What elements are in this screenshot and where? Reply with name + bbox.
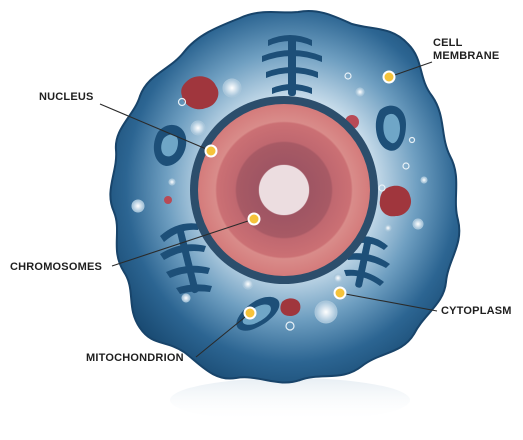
golgi-body-right [379, 185, 412, 217]
endoplasmic-reticulum-left [160, 223, 212, 294]
vesicle-rings [177, 72, 416, 331]
marker-mitochondrion [243, 306, 257, 320]
vesicles [131, 78, 428, 324]
marker-chromosomes [247, 212, 261, 226]
label-cell-membrane-line2: MEMBRANE [433, 50, 500, 62]
markers [204, 70, 396, 320]
leader-line-nucleus [99, 103, 212, 152]
endoplasmic-reticulum-top [262, 35, 322, 96]
marker-membrane [382, 70, 396, 84]
leader-line-cytoplasm [339, 292, 438, 312]
leader-line-mitochondrion [195, 312, 251, 358]
nucleolus [259, 165, 309, 215]
marker-cytoplasm [333, 286, 347, 300]
label-cell-membrane: CELL MEMBRANE [433, 37, 499, 63]
mitochondrion-shape [236, 296, 280, 331]
cell-reflection [170, 378, 410, 422]
lysosome-red-small [164, 196, 172, 204]
golgi-body-top-left [181, 76, 219, 110]
mitochondrion-top-left [153, 124, 187, 166]
mitochondrion-top-right [375, 105, 406, 151]
label-mitochondrion: MITOCHONDRION [86, 352, 184, 364]
marker-nucleus [204, 144, 218, 158]
label-chromosomes: CHROMOSOMES [10, 261, 103, 273]
golgi-body-bottom [280, 298, 301, 316]
label-cell-membrane-line1: CELL [433, 37, 463, 49]
label-nucleus: NUCLEUS [39, 91, 94, 103]
leader-lines [99, 61, 438, 358]
label-cytoplasm: CYTOPLASM [441, 305, 512, 317]
leader-line-chromosomes [111, 218, 255, 267]
leader-line-membrane [388, 61, 433, 78]
